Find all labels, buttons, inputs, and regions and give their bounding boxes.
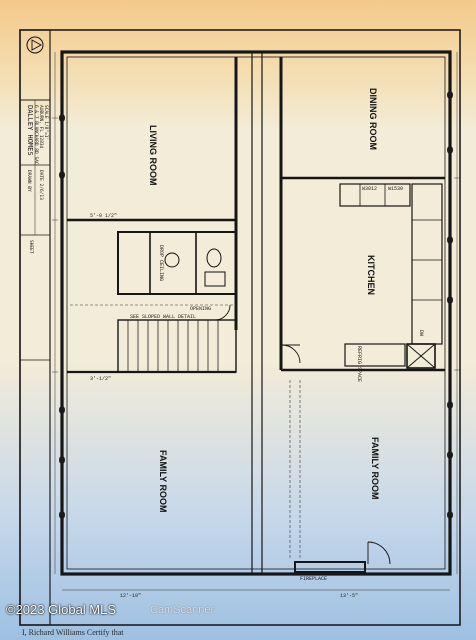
- ceiling-hidden-lines: [70, 304, 301, 560]
- interior-walls-left: [67, 218, 237, 374]
- interior-walls-right: [281, 176, 445, 573]
- stair-treads: [127, 320, 219, 372]
- sloped-wall-label: SEE SLOPED WALL DETAIL: [130, 314, 196, 320]
- firm-address-2: AUBURN, FL 12834: [38, 105, 44, 149]
- dishwasher-label: DW: [418, 330, 424, 336]
- family-room-left-label: FAMILY ROOM: [158, 450, 168, 513]
- kitchen-label: KITCHEN: [366, 255, 376, 295]
- drop-ceiling-label: DROP CEILING: [158, 245, 164, 281]
- dimension-text-3: 5'-0 1/2": [90, 213, 117, 219]
- living-room-label: LIVING ROOM: [148, 125, 158, 186]
- dimension-text-1: 12'-10": [120, 593, 141, 599]
- window-markers: [59, 91, 453, 519]
- paper-tint-top: [0, 0, 476, 130]
- window-w3012-label: W3012: [362, 186, 377, 192]
- sheet-label: SHEET: [28, 240, 34, 254]
- dining-room-label: DINING ROOM: [368, 88, 378, 150]
- drawn-by: DRAWN BY: [26, 170, 32, 192]
- dimension-text-2: 13'-5": [340, 593, 358, 599]
- firm-logo: [26, 36, 44, 54]
- dimension-lines: [52, 52, 460, 591]
- bathroom-fixtures: [164, 248, 226, 287]
- firm-address-1: 6 & 7 BLANCHARD RD SAC: [33, 105, 39, 165]
- title-block: [19, 29, 51, 626]
- refrig-space-label: REFRIG SPACE: [356, 346, 362, 382]
- door-swings: [214, 304, 391, 565]
- dimension-text-4: 3'-1/2": [90, 376, 111, 382]
- family-room-right-label: FAMILY ROOM: [370, 437, 380, 500]
- firm-address-3: SCALE 1/8"=1': [43, 105, 49, 140]
- opening-label: OPENING: [190, 306, 211, 312]
- scanner-watermark: CamScanner: [150, 604, 215, 616]
- sheet-border: [19, 29, 461, 626]
- copyright-watermark: ©2023 Global MLS: [6, 602, 117, 617]
- firm-name: DALLEY HOMES: [26, 105, 34, 156]
- fireplace-label: FIREPLACE: [300, 576, 327, 582]
- drawing-date: DATE 2/6/13: [38, 170, 44, 200]
- center-wall: [234, 52, 283, 574]
- exterior-walls: [60, 50, 452, 576]
- certification-text: I, Richard Williams Certify that: [22, 628, 124, 637]
- window-w1530-label: W1530: [388, 186, 403, 192]
- paper-tint-bottom: [0, 360, 476, 640]
